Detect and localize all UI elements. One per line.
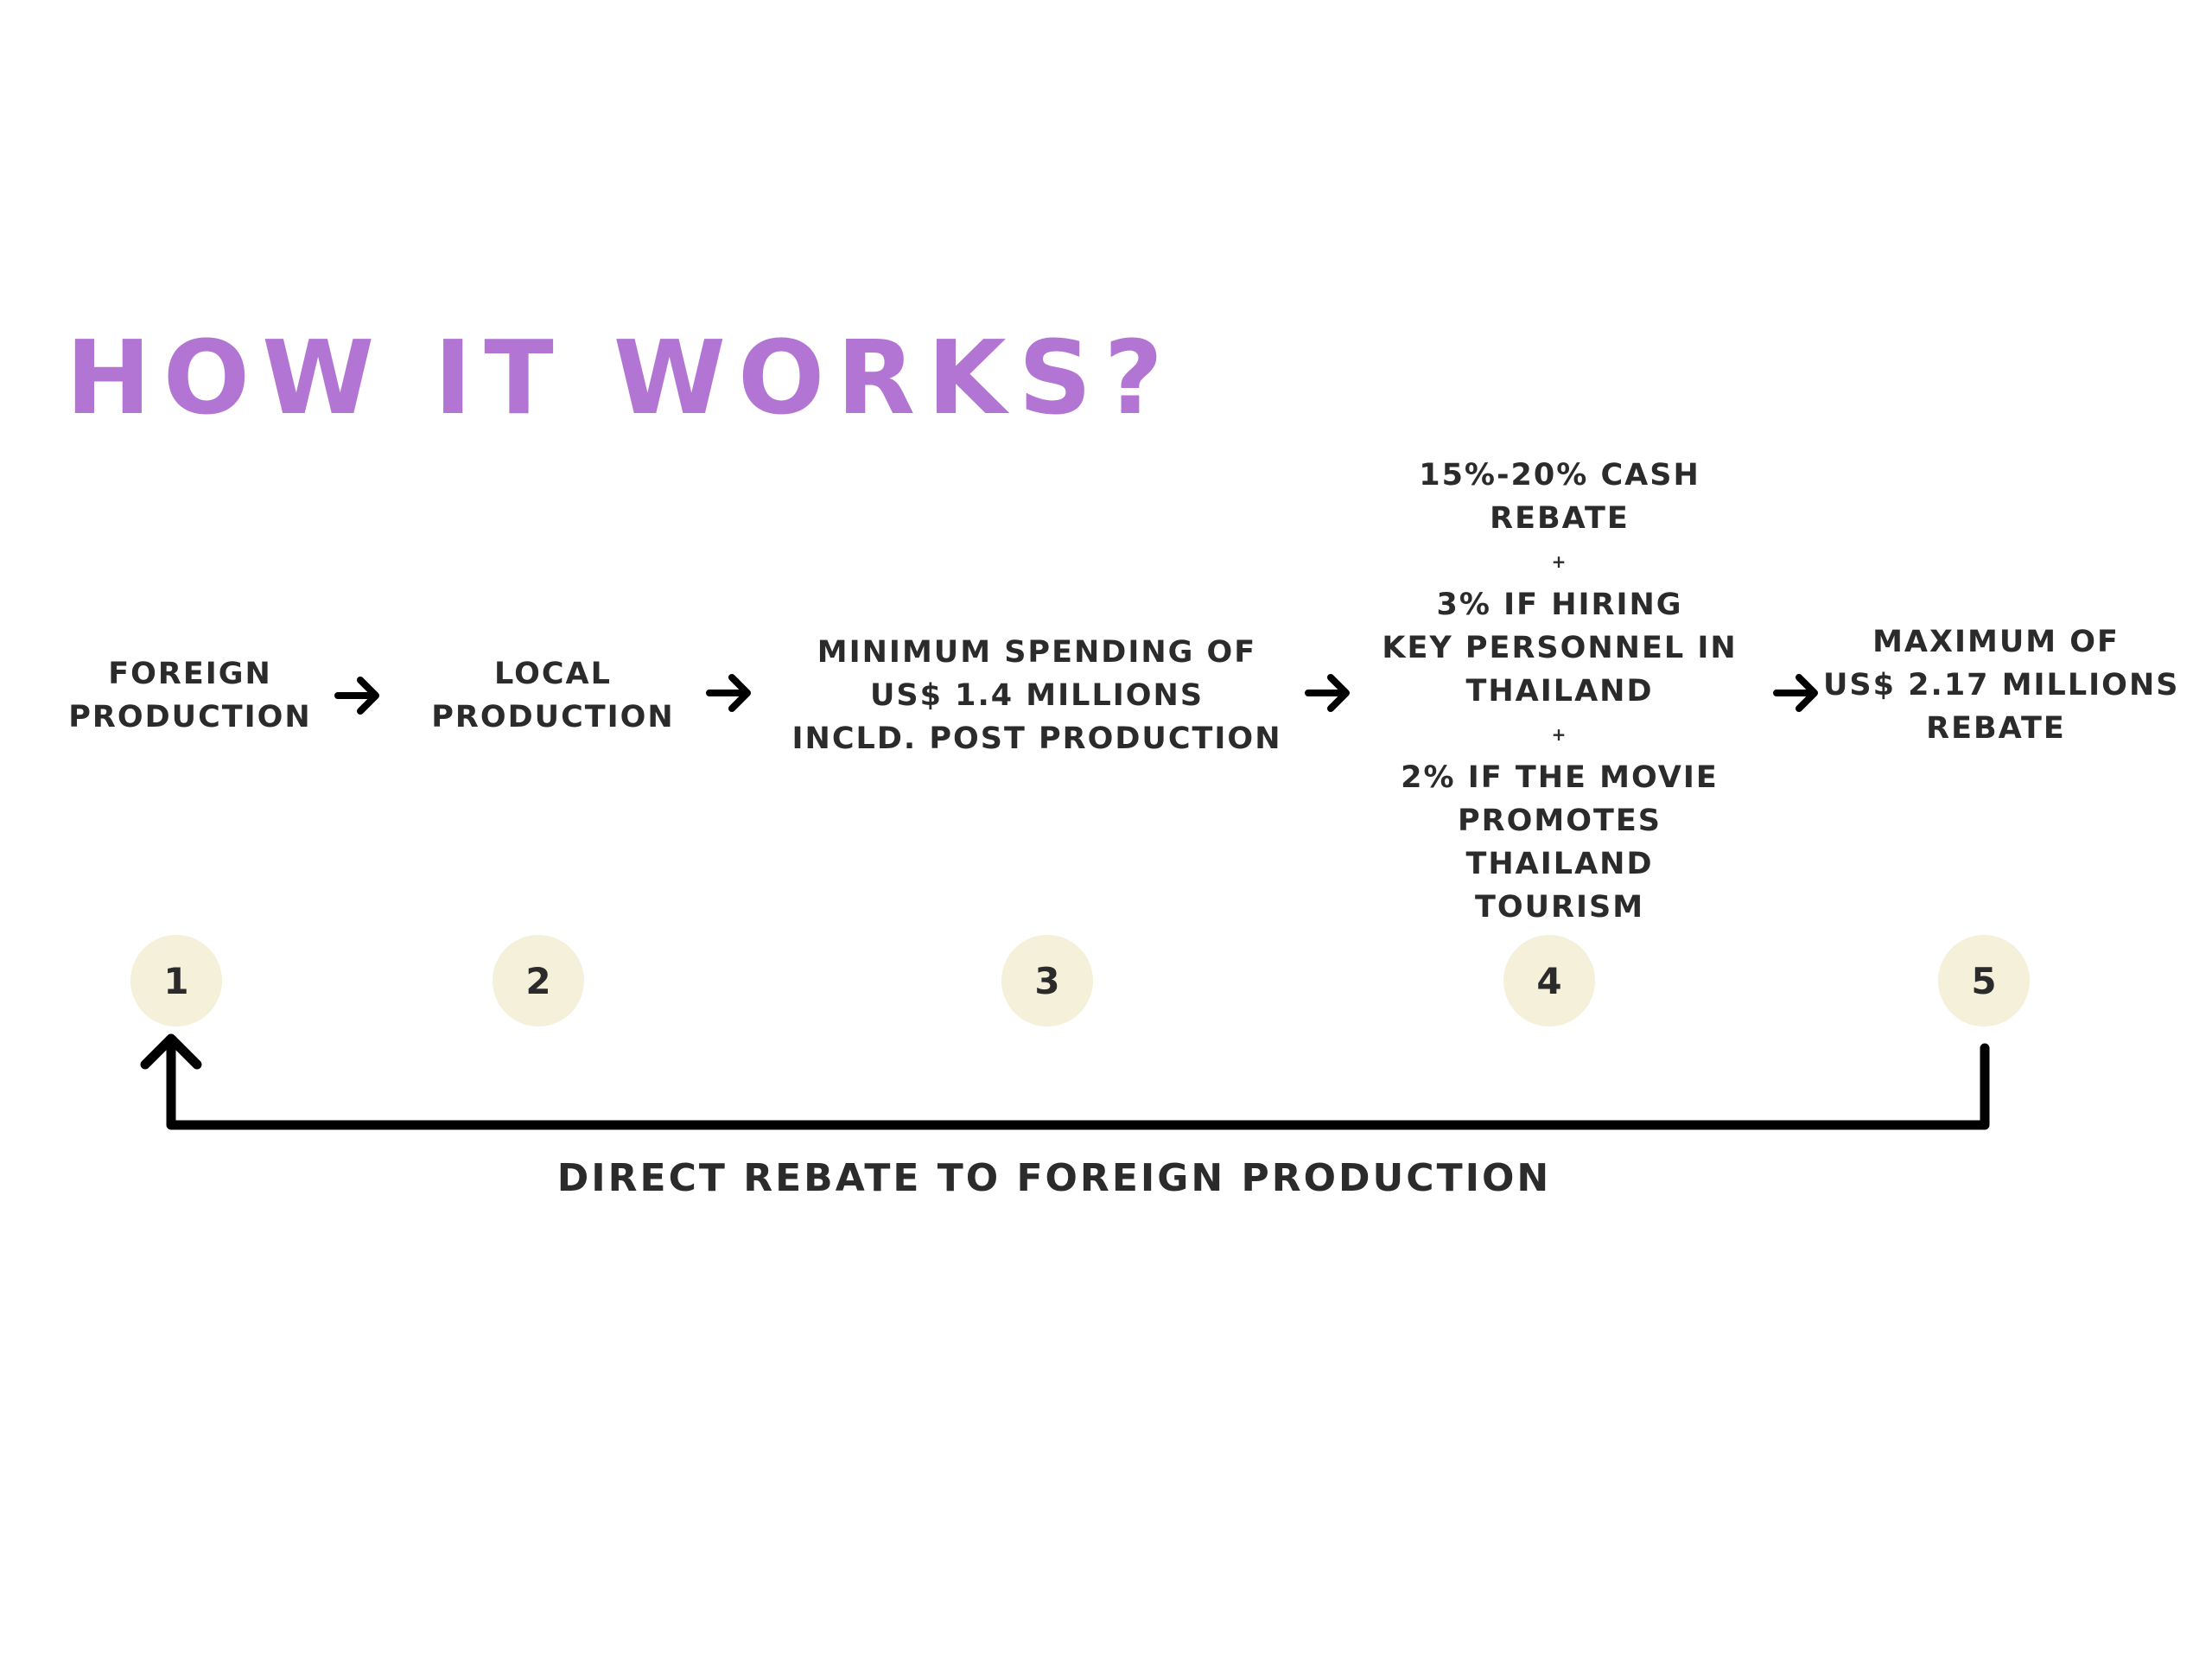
step-1-text: FOREIGN PRODUCTION: [52, 652, 328, 739]
arrow-right-icon: [334, 677, 379, 715]
step-4-line: PROMOTES: [1458, 804, 1662, 838]
step-5-line: US$ 2.17 MILLIONS: [1823, 668, 2180, 702]
step-3-text: MINIMUM SPENDING OF US$ 1.4 MILLIONS INC…: [778, 631, 1296, 760]
step-3-line: MINIMUM SPENDING OF: [817, 635, 1257, 670]
step-4-plus: +: [1551, 551, 1568, 572]
step-4-line: TOURISM: [1474, 890, 1645, 925]
step-5-line: REBATE: [1926, 711, 2066, 746]
step-5-text: MAXIMUM OF US$ 2.17 MILLIONS REBATE: [1823, 620, 2180, 750]
step-4-line: 3% IF HIRING: [1436, 588, 1683, 622]
arrow-right-icon: [1773, 674, 1818, 712]
step-4-line: 15%-20% CASH: [1419, 458, 1700, 493]
page-title: HOW IT WORKS?: [66, 318, 1175, 437]
step-5-line: MAXIMUM OF: [1872, 625, 2120, 659]
step-4-line: 2% IF THE MOVIE: [1401, 760, 1719, 795]
step-4-plus: +: [1551, 724, 1568, 745]
step-1-number-badge: 1: [130, 935, 222, 1027]
step-5-number-badge: 5: [1938, 935, 2030, 1027]
step-3-line: US$ 1.4 MILLIONS: [869, 678, 1205, 713]
step-4-line: THAILAND: [1465, 847, 1654, 881]
loop-caption: DIRECT REBATE TO FOREIGN PRODUCTION: [556, 1156, 1552, 1200]
step-4-text: 15%-20% CASH REBATE + 3% IF HIRING KEY P…: [1365, 454, 1754, 929]
step-2-line: LOCAL: [494, 657, 612, 691]
step-4-number-badge: 4: [1503, 935, 1595, 1027]
step-4-line: REBATE: [1490, 501, 1630, 536]
step-1-line: PRODUCTION: [68, 700, 312, 734]
step-2-number-badge: 2: [493, 935, 584, 1027]
step-3-line: INCLD. POST PRODUCTION: [791, 721, 1282, 756]
loop-line: [166, 1039, 1990, 1130]
arrow-up-icon: [140, 1033, 202, 1070]
step-4-line: THAILAND: [1465, 674, 1654, 709]
arrow-right-icon: [1305, 674, 1350, 712]
arrow-right-icon: [706, 674, 751, 712]
step-2-text: LOCAL PRODUCTION: [415, 652, 691, 739]
step-2-line: PRODUCTION: [431, 700, 675, 734]
step-4-line: KEY PERSONNEL IN: [1382, 631, 1738, 665]
step-3-number-badge: 3: [1001, 935, 1093, 1027]
step-1-line: FOREIGN: [108, 657, 272, 691]
